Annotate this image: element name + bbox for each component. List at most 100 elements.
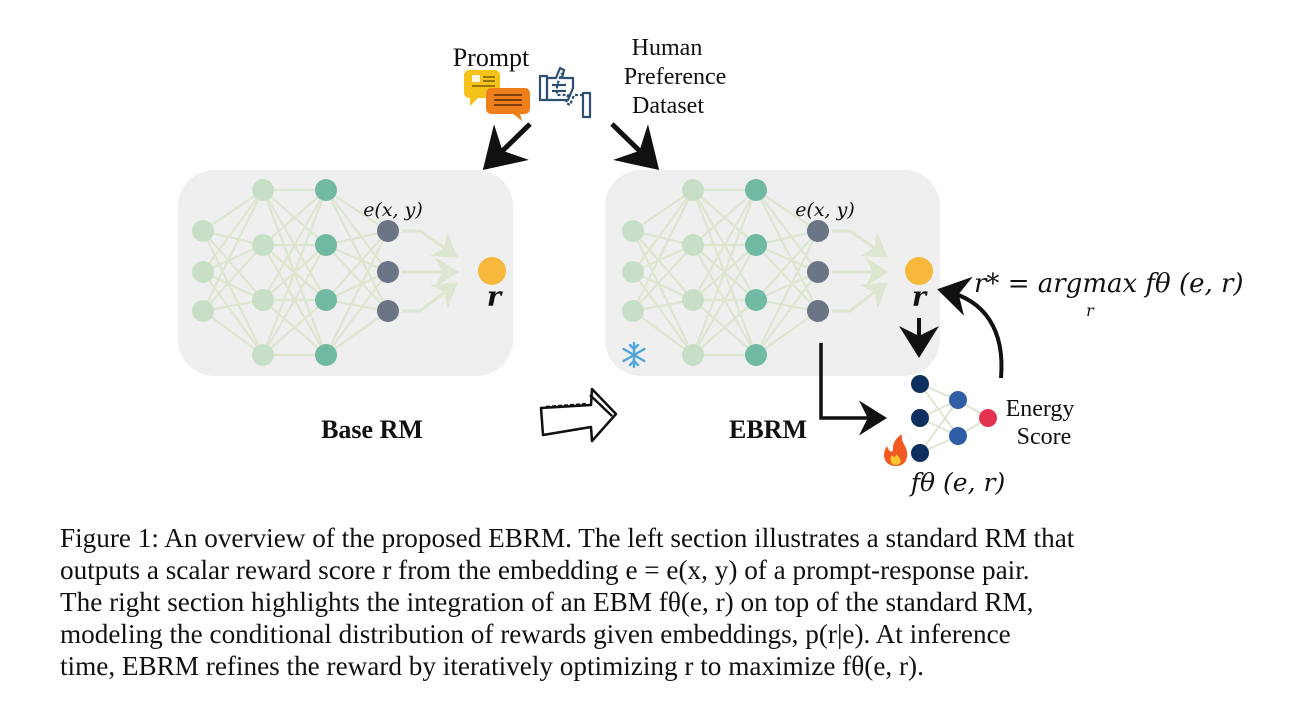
ebrm-network <box>622 179 889 366</box>
ebm-input-node <box>911 409 929 427</box>
ebm-network <box>911 375 997 462</box>
network-edge <box>755 270 819 302</box>
network-edge <box>325 189 389 312</box>
network-edge <box>755 189 819 312</box>
hidden-node <box>252 234 274 256</box>
hidden-node <box>682 179 704 201</box>
network-edge <box>755 230 819 301</box>
network-edge <box>632 230 694 301</box>
hidden-node <box>622 220 644 242</box>
hidden-node <box>682 289 704 311</box>
network-edge <box>755 310 819 356</box>
network-edge <box>202 271 264 356</box>
embedding-node <box>807 261 829 283</box>
network-edge <box>202 189 264 273</box>
hidden-node <box>192 261 214 283</box>
network-edge <box>755 244 819 312</box>
energy-score-label-line-1: Energy <box>1006 396 1075 422</box>
network-edge <box>202 230 264 301</box>
network-edge <box>755 271 819 356</box>
argmax-subscript: r <box>1086 301 1095 320</box>
ebrm-reward-symbol: r <box>912 282 928 313</box>
fire-icon <box>884 434 908 466</box>
network-edge <box>262 189 327 301</box>
hidden-node <box>252 289 274 311</box>
hidden-node <box>192 300 214 322</box>
dataset-label-line-2: Preference <box>624 64 727 90</box>
network-edge <box>632 271 694 356</box>
caption-line: time, EBRM refines the reward by iterati… <box>60 651 924 681</box>
snowflake-icon <box>622 341 646 369</box>
network-edge <box>325 189 389 232</box>
hidden-node <box>682 234 704 256</box>
base-rm-panel <box>178 170 513 376</box>
ebm-input-node <box>911 444 929 462</box>
base-rm-network <box>192 179 459 366</box>
hidden-node <box>315 234 337 256</box>
hidden-node <box>252 179 274 201</box>
ebrm-embedding-label: e(x, y) <box>795 199 855 221</box>
network-edge <box>692 244 757 356</box>
hidden-node <box>682 344 704 366</box>
embedding-to-reward-edge <box>832 229 888 258</box>
network-edge <box>632 189 694 232</box>
dataset-label-line-1: Human <box>632 35 703 61</box>
network-edge <box>325 270 389 302</box>
hidden-node <box>745 344 767 366</box>
thumbs-up-down-icon <box>538 66 592 119</box>
chat-bubbles-icon <box>464 70 530 121</box>
energy-score-node <box>979 409 997 427</box>
network-edge <box>202 310 264 356</box>
network-edge <box>632 189 694 312</box>
network-edge <box>632 244 694 312</box>
network-edge <box>262 299 327 356</box>
network-edge <box>692 299 757 356</box>
network-edge <box>632 189 694 273</box>
ebm-function-label: fθ (e, r) <box>909 468 1005 497</box>
dataset-label-line-3: Dataset <box>632 93 704 119</box>
network-edge <box>692 189 757 246</box>
figure-caption: Figure 1: An overview of the proposed EB… <box>60 522 1260 682</box>
prompt-label: Prompt <box>453 43 530 72</box>
network-edge <box>262 189 327 246</box>
ebm-input-node <box>911 375 929 393</box>
hidden-node <box>745 234 767 256</box>
network-edge <box>632 310 694 356</box>
network-edge <box>202 189 264 232</box>
hidden-node <box>745 179 767 201</box>
argmax-formula: r* = argmax fθ (e, r) <box>974 269 1244 299</box>
network-edge <box>325 310 389 356</box>
caption-line: modeling the conditional distribution of… <box>60 619 1011 649</box>
embedding-node <box>377 300 399 322</box>
network-edge <box>632 230 694 356</box>
energy-to-reward-arrow <box>937 276 1004 379</box>
embedding-to-reward-edge <box>832 282 888 313</box>
network-edge <box>755 230 819 356</box>
network-edge <box>325 189 389 273</box>
base-embedding-label: e(x, y) <box>363 199 423 221</box>
network-edge <box>691 189 758 356</box>
hidden-node <box>192 220 214 242</box>
base-reward-symbol: r <box>487 282 503 313</box>
network-edge <box>755 243 819 274</box>
embedding-to-reward-edge <box>402 282 458 313</box>
network-edge <box>202 271 264 301</box>
base-rm-label: Base RM <box>321 415 423 444</box>
ebm-hidden-node <box>949 391 967 409</box>
network-edge <box>202 244 264 312</box>
network-edge <box>755 189 819 232</box>
hidden-node <box>745 289 767 311</box>
hidden-node <box>315 344 337 366</box>
hidden-node <box>622 261 644 283</box>
network-edge <box>325 244 389 312</box>
embedding-node <box>807 220 829 242</box>
network-edge <box>325 271 389 356</box>
network-edge <box>325 230 389 301</box>
hollow-arrow-icon <box>539 387 618 443</box>
caption-line: The right section highlights the integra… <box>60 587 1034 617</box>
ebrm-reward-node <box>905 257 933 285</box>
dataset-to-ebrm-arrow <box>610 122 660 170</box>
embedding-node <box>377 220 399 242</box>
ebrm-label: EBRM <box>729 415 807 444</box>
energy-score-label-line-2: Score <box>1017 424 1072 450</box>
